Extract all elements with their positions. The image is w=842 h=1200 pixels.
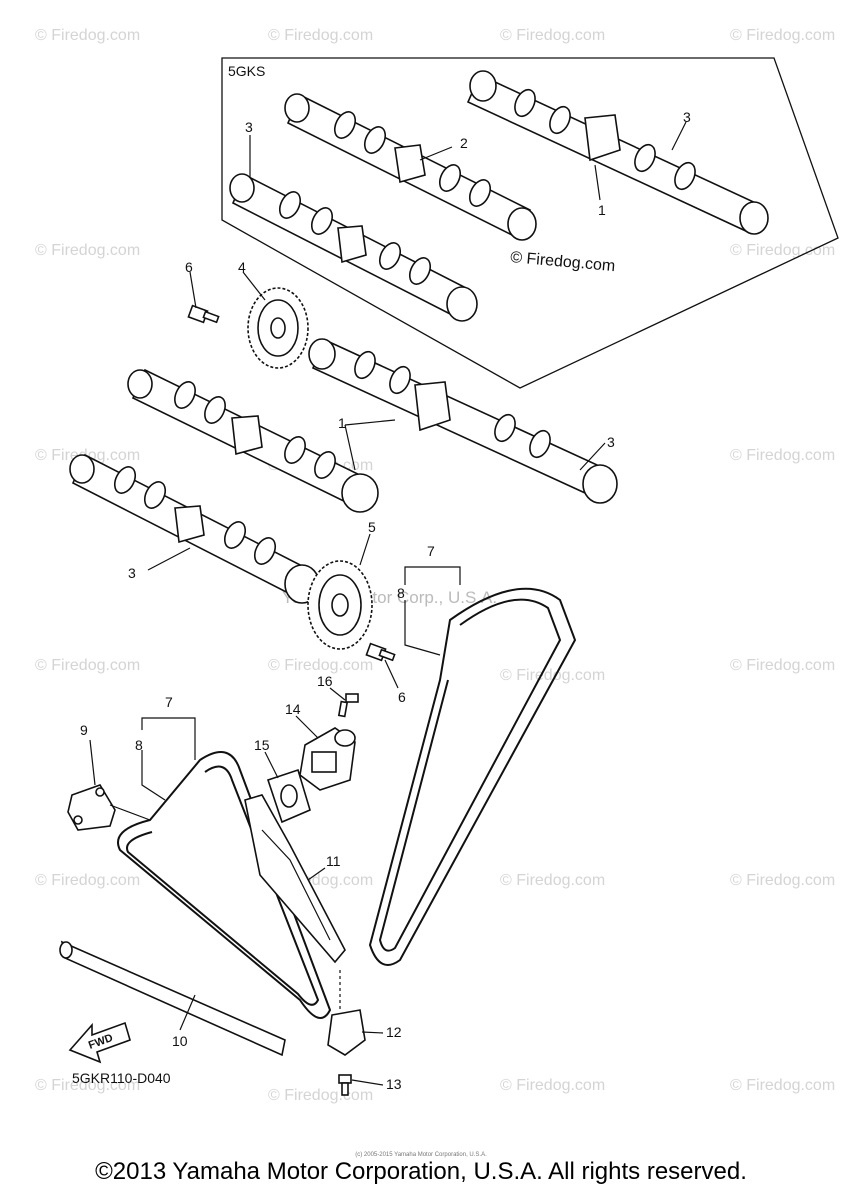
callout-7: 7 — [427, 543, 435, 559]
watermark: © Firedog.com — [35, 657, 140, 674]
callout-15: 15 — [254, 737, 270, 753]
variant-label: 5GKS — [228, 63, 265, 79]
variant-inset-box — [221, 57, 839, 389]
camshaft-intake — [127, 368, 379, 513]
cam-sprocket-5 — [307, 560, 373, 650]
watermark: © Firedog.com — [35, 1077, 140, 1094]
callout-6: 6 — [185, 259, 193, 275]
bolt-6b — [365, 642, 396, 662]
diagram-code: 5GKR110-D040 — [72, 1070, 171, 1086]
callout-6: 6 — [398, 689, 406, 705]
camshaft-inset-1 — [466, 70, 769, 235]
tiny-copyright: (c) 2005-2015 Yamaha Motor Corporation, … — [355, 1152, 487, 1158]
cam-chain-tensioner — [299, 727, 356, 791]
callout-8: 8 — [135, 737, 143, 753]
inline-watermark-firedog: © Firedog.com — [510, 249, 616, 275]
callout-9: 9 — [80, 722, 88, 738]
callout-8: 8 — [397, 585, 405, 601]
watermark: © Firedog.com — [500, 667, 605, 684]
camshaft-exhaust — [308, 338, 618, 504]
chain-guide-stopper — [327, 1009, 366, 1056]
chain-guide-11 — [244, 794, 346, 964]
chain-guide-10 — [59, 940, 286, 1057]
callout-labels: 1 2 3 3 6 4 1 3 3 5 7 8 6 16 14 15 7 8 9… — [80, 109, 691, 1092]
watermark: © Firedog.com — [500, 872, 605, 889]
fwd-arrow-icon: FWD — [68, 1021, 131, 1064]
copyright-footer: ©2013 Yamaha Motor Corporation, U.S.A. A… — [95, 1158, 747, 1185]
watermark: © Firedog.com — [35, 872, 140, 889]
watermark: © Firedog.com — [500, 1077, 605, 1094]
callout-13: 13 — [386, 1076, 402, 1092]
watermark: © Firedog.com — [730, 27, 835, 44]
callout-2: 2 — [460, 135, 468, 151]
callout-3: 3 — [683, 109, 691, 125]
callout-5: 5 — [368, 519, 376, 535]
cam-sprocket-4 — [247, 287, 309, 369]
callout-3: 3 — [607, 434, 615, 450]
watermark: © Firedog.com — [268, 27, 373, 44]
callout-3: 3 — [128, 565, 136, 581]
watermark: © Firedog.com — [730, 447, 835, 464]
camshaft-lower — [69, 453, 320, 604]
callout-3: 3 — [245, 119, 253, 135]
watermark: © Firedog.com — [35, 27, 140, 44]
tensioner-gasket — [266, 768, 311, 824]
cam-chain-right — [368, 587, 577, 966]
leader-lines — [89, 121, 687, 1086]
callout-12: 12 — [386, 1024, 402, 1040]
callout-1: 1 — [598, 202, 606, 218]
callout-14: 14 — [285, 701, 301, 717]
cam-chain-right-inner — [378, 598, 562, 952]
watermark: © Firedog.com — [730, 1077, 835, 1094]
callout-10: 10 — [172, 1033, 188, 1049]
watermark: © Firedog.com — [35, 242, 140, 259]
cam-chain-left — [117, 751, 332, 1019]
camshaft-inset-2 — [284, 93, 537, 241]
watermark: © Firedog.com — [730, 242, 835, 259]
callout-16: 16 — [317, 673, 333, 689]
watermark: © Firedog.com — [268, 1087, 373, 1104]
callout-1: 1 — [338, 415, 346, 431]
bolt-13 — [338, 1074, 352, 1096]
bolt-6a — [187, 304, 220, 324]
camshaft-inset-3 — [229, 173, 478, 322]
watermark: © Firedog.com — [730, 657, 835, 674]
cam-chain-left-inner — [126, 765, 320, 1006]
callout-7: 7 — [165, 694, 173, 710]
callout-4: 4 — [238, 259, 246, 275]
watermark: © Firedog.com — [500, 27, 605, 44]
bolt-16 — [337, 693, 359, 718]
watermark: © Firedog.com — [268, 657, 373, 674]
chain-guide-bracket — [67, 784, 116, 831]
callout-11: 11 — [326, 853, 341, 869]
watermark: © Firedog.com — [730, 872, 835, 889]
